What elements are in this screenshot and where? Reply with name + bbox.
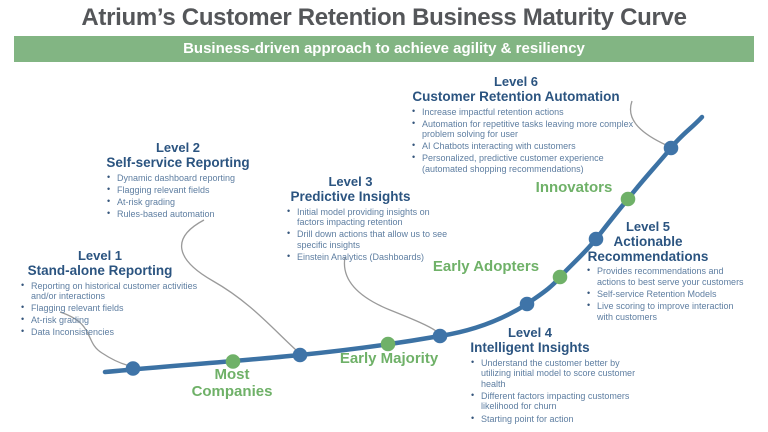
level-5-block: Level 5 Actionable Recommendations Provi… [546, 219, 750, 324]
level-5-bullet-list: Provides recommendations and actions to … [586, 265, 750, 322]
level-4-block: Level 4 Intelligent Insights Understand … [420, 325, 640, 426]
level-5-title: Actionable Recommendations [587, 233, 709, 264]
level-6-label: Level 6 [493, 74, 539, 89]
level-2-block: Level 2 Self-service Reporting Dynamic d… [78, 140, 278, 221]
connector-line-level-2 [180, 219, 297, 351]
bullet-item: Self-service Retention Models [586, 288, 750, 300]
bullet-item: Different factors impacting customers li… [470, 390, 640, 412]
bullet-item: At-risk grading [20, 314, 200, 326]
marker-level-5 [588, 231, 604, 247]
bullet-item: Initial model providing insights on fact… [286, 206, 458, 228]
bullet-item: Data Inconsistencies [20, 326, 200, 338]
marker-level-4 [519, 296, 535, 312]
level-2-title: Self-service Reporting [106, 154, 250, 170]
bullet-item: Rules-based automation [106, 208, 278, 220]
bullet-item: Einstein Analytics (Dashboards) [286, 251, 458, 263]
bullet-item: Starting point for action [470, 413, 640, 425]
bullet-item: AI Chatbots interacting with customers [411, 140, 637, 152]
bullet-item: Dynamic dashboard reporting [106, 172, 278, 184]
level-3-bullet-list: Initial model providing insights on fact… [286, 206, 458, 263]
marker-early-adopters [552, 269, 568, 285]
bullet-item: Flagging relevant fields [20, 302, 200, 314]
bullet-item: Flagging relevant fields [106, 184, 278, 196]
stage-label-early-adopters: Early Adopters [432, 258, 540, 275]
bullet-item: Automation for repetitive tasks leaving … [411, 118, 637, 140]
stage-label-innovators: Innovators [535, 179, 613, 196]
bullet-item: Drill down actions that allow us to see … [286, 228, 458, 250]
marker-level-2 [292, 347, 308, 363]
marker-innovators [620, 191, 636, 207]
bullet-item: Personalized, predictive customer experi… [411, 152, 637, 174]
stage-label-most-companies: Most Companies [191, 366, 273, 400]
page-title: Atrium’s Customer Retention Business Mat… [81, 4, 687, 31]
connector-line-level-3 [343, 256, 437, 332]
bullet-item: Live scoring to improve interaction with… [586, 300, 750, 322]
level-1-title: Stand-alone Reporting [27, 262, 173, 278]
level-1-label: Level 1 [77, 248, 123, 263]
bullet-item: Provides recommendations and actions to … [586, 265, 750, 287]
level-6-title: Customer Retention Automation [412, 88, 620, 104]
marker-level-6 [663, 140, 679, 156]
level-5-label: Level 5 [625, 219, 671, 234]
level-2-bullet-list: Dynamic dashboard reporting Flagging rel… [106, 172, 278, 220]
level-3-block: Level 3 Predictive Insights Initial mode… [243, 174, 458, 264]
level-1-bullet-list: Reporting on historical customer activit… [20, 280, 200, 339]
level-3-title: Predictive Insights [290, 188, 411, 204]
bullet-item: At-risk grading [106, 196, 278, 208]
level-4-label: Level 4 [507, 325, 553, 340]
level-3-label: Level 3 [328, 174, 373, 189]
level-6-bullet-list: Increase impactful retention actions Aut… [411, 106, 637, 175]
level-4-title: Intelligent Insights [470, 339, 590, 355]
bullet-item: Understand the customer better by utiliz… [470, 357, 640, 390]
bullet-item: Increase impactful retention actions [411, 106, 637, 118]
marker-early-majority [380, 336, 396, 352]
level-4-bullet-list: Understand the customer better by utiliz… [470, 357, 640, 425]
subtitle-banner: Business-driven approach to achieve agil… [14, 36, 754, 62]
marker-level-1 [125, 361, 141, 376]
bullet-item: Reporting on historical customer activit… [20, 280, 200, 302]
marker-level-3 [432, 328, 448, 344]
marker-most-companies [225, 354, 241, 369]
level-1-block: Level 1 Stand-alone Reporting Reporting … [0, 248, 200, 340]
level-2-label: Level 2 [155, 140, 201, 155]
stage-label-early-majority: Early Majority [339, 350, 439, 367]
level-6-block: Level 6 Customer Retention Automation In… [395, 74, 637, 176]
